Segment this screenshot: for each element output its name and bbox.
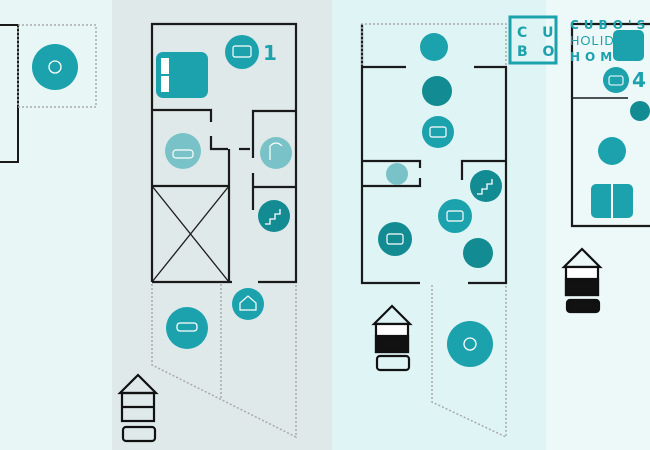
logo: C U B O CUBO'S HOLIDAY HOMES: [508, 15, 650, 65]
svg-text:HOMES: HOMES: [570, 50, 644, 64]
stairs-icon: [630, 101, 650, 121]
svg-text:CUBO'S: CUBO'S: [570, 18, 650, 32]
sofa-icon: [438, 199, 472, 233]
plant-icon: [420, 33, 448, 61]
floor-4: [570, 22, 650, 228]
building-icon: [117, 373, 159, 443]
bedroom-4-label: 4: [632, 68, 646, 92]
double-bed-icon: [613, 30, 644, 61]
bedroom-1-label: 1: [263, 41, 277, 65]
building-icon: [371, 304, 413, 372]
building-icon: [561, 247, 603, 314]
svg-text:HOLIDAY: HOLIDAY: [570, 33, 633, 48]
dining-icon: [463, 238, 493, 268]
svg-text:B O: B O: [517, 44, 559, 60]
floor-2: [360, 23, 508, 439]
toilet-icon: [386, 163, 408, 185]
shower-icon: [260, 137, 292, 169]
bedroom-icon: [603, 67, 629, 93]
house-entrance-icon: [232, 288, 264, 320]
bedroom-icon: [225, 35, 259, 69]
svg-text:C U: C U: [517, 25, 559, 41]
panel-background: [332, 0, 546, 450]
floor-1: [150, 22, 298, 439]
floor-left: [0, 24, 97, 163]
bathtub-icon: [165, 133, 201, 169]
sofa-icon: [598, 137, 626, 165]
sofa-icon: [422, 116, 454, 148]
terrace-sun-icon: [32, 44, 78, 90]
terrace-sun-icon: [447, 321, 493, 367]
dining-icon: [422, 76, 452, 106]
stairs-icon: [470, 170, 502, 202]
parking-car-icon: [166, 307, 208, 349]
stairs-icon: [258, 200, 290, 232]
cooking-pot-icon: [378, 222, 412, 256]
